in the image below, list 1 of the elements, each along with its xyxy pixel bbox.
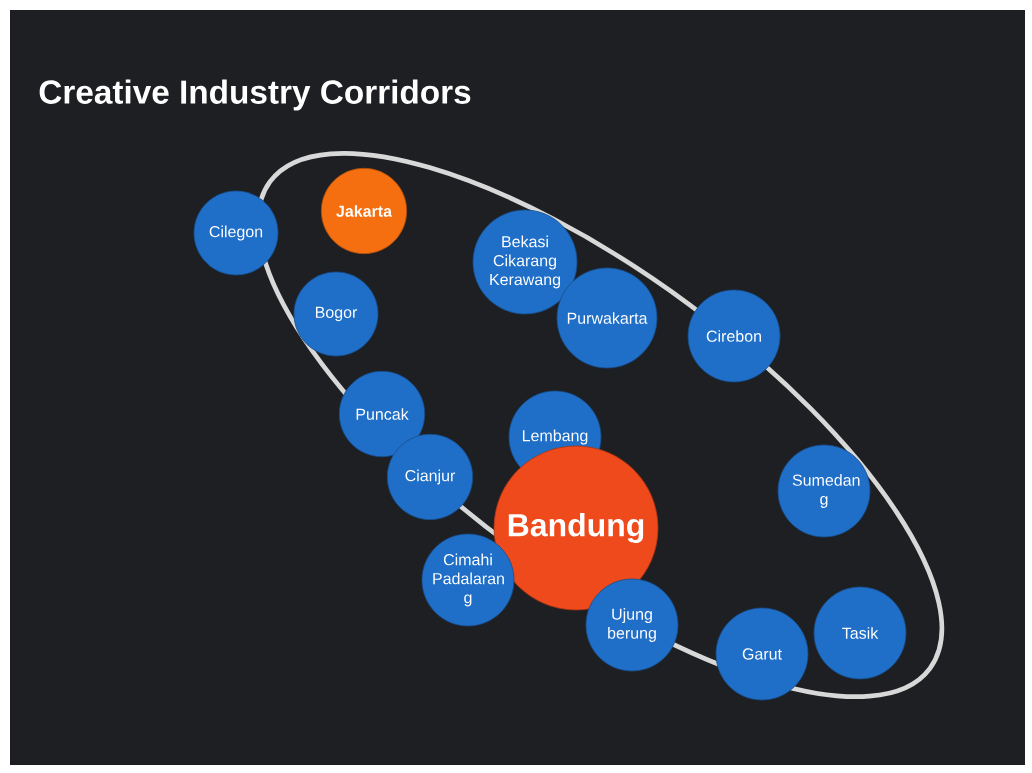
title: Creative Industry Corridors: [39, 79, 471, 111]
